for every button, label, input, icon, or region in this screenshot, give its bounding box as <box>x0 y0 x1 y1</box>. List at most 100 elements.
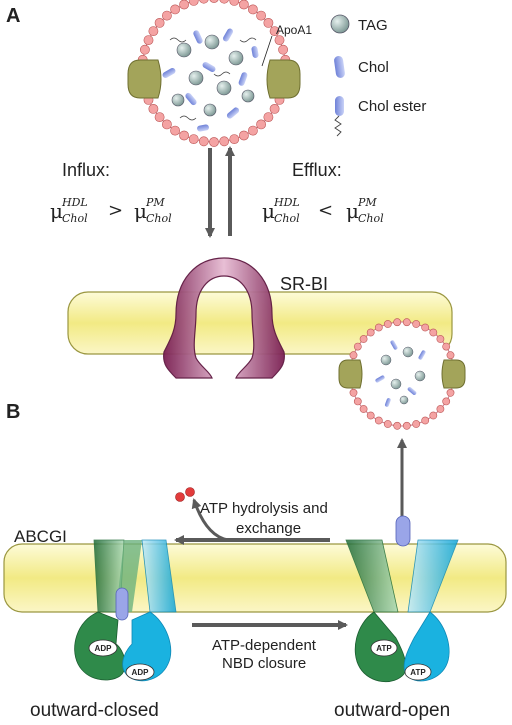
phospholipid-head <box>219 136 230 147</box>
cholesterol-ester-icon <box>334 96 344 137</box>
phospholipid-head <box>263 17 274 28</box>
phospholipid-head <box>366 411 375 420</box>
cholesterol-icon <box>334 55 345 78</box>
phospholipid-head <box>219 0 229 4</box>
svg-text:<: < <box>318 200 333 221</box>
closure-label-line1: ATP-dependent <box>212 637 317 654</box>
legend-label-chol: Chol <box>358 59 389 76</box>
svg-text:Chol: Chol <box>62 212 88 225</box>
phospholipid-head <box>188 0 199 6</box>
adp-label-1: ADP <box>95 644 113 653</box>
phospholipid-head <box>170 4 180 15</box>
transporter-label: ABCGI <box>14 527 67 546</box>
sr-bi-receptor <box>163 257 285 379</box>
hdl-particle-a <box>127 0 301 147</box>
adp-label-2: ADP <box>132 668 150 677</box>
phospholipid-head <box>383 420 392 428</box>
phospholipid-head <box>353 342 362 351</box>
state-label-outward-open: outward-open <box>334 700 450 721</box>
atp-site-right <box>404 663 432 681</box>
phospholipid-head <box>247 4 258 15</box>
phospholipid-head <box>402 318 411 327</box>
phospholipid-head <box>359 405 368 413</box>
phospholipid-head <box>278 44 288 55</box>
phospholipid-head <box>238 130 249 141</box>
phospholipid-head <box>148 26 159 36</box>
phospholipid-head <box>161 10 172 21</box>
svg-text:Chol: Chol <box>358 212 384 225</box>
phospholipid-head <box>429 411 438 420</box>
hydrolysis-label-line2: exchange <box>236 520 301 537</box>
phospholipid-head <box>442 342 451 351</box>
legend-label-chol-ester: Chol ester <box>358 98 426 115</box>
phospholipid-head <box>402 421 411 430</box>
phospholipid-head <box>263 112 274 122</box>
phospholipid-head <box>374 323 383 332</box>
phospholipid-head <box>229 0 240 6</box>
phospholipid-head <box>229 134 240 144</box>
phospholipid-head <box>198 136 209 147</box>
phospholipid-head <box>256 10 266 21</box>
panel-a-letter: A <box>6 5 20 27</box>
phospholipid-head <box>353 397 362 406</box>
phospholipid-head <box>393 421 402 430</box>
adp-site-left <box>88 639 118 657</box>
phospholipid-head <box>139 44 150 55</box>
atp-label-2: ATP <box>410 668 426 677</box>
phospholipid-head <box>269 26 280 36</box>
svg-text:μ: μ <box>346 199 359 223</box>
phospholipid-head <box>209 0 219 3</box>
phospholipid-head <box>188 134 199 144</box>
phospholipid-head <box>199 0 209 4</box>
cholesterol-in-transporter-right <box>395 515 411 547</box>
phospholipid-head <box>179 130 189 141</box>
phospholipid-head <box>429 328 438 337</box>
phospholipid-head <box>247 125 258 136</box>
influx-title: Influx: <box>62 160 110 180</box>
legend-label-tag: TAG <box>358 17 388 34</box>
phospholipid-head <box>421 323 430 332</box>
phospholipid-head <box>154 17 165 28</box>
svg-text:μ: μ <box>262 199 275 223</box>
apoa1-left-shape <box>127 59 162 99</box>
svg-text:Chol: Chol <box>146 212 172 225</box>
atp-label-1: ATP <box>376 644 392 653</box>
phospholipid-head <box>349 351 358 360</box>
adp-site-right <box>125 663 155 681</box>
phospholipid-head <box>170 125 180 136</box>
apoa1-label: ApoA1 <box>276 23 312 37</box>
phospholipid-head <box>374 416 383 425</box>
phosphate-icon-2 <box>185 487 195 497</box>
legend: TAG Chol Chol ester <box>330 14 426 137</box>
svg-text:HDL: HDL <box>273 196 300 209</box>
phospholipid-head <box>436 405 445 413</box>
apoa1-right-shape <box>266 59 301 99</box>
phospholipid-head <box>421 416 430 425</box>
hydrolysis-label-line1: ATP hydrolysis and <box>200 500 328 517</box>
phospholipid-head <box>209 137 219 147</box>
phospholipid-head <box>256 119 266 130</box>
svg-text:μ: μ <box>134 199 147 223</box>
phospholipid-head <box>383 320 392 328</box>
phospholipid-head <box>359 335 368 343</box>
tag-sphere-icon <box>330 14 350 34</box>
efflux-equation: μ HDL Chol < μ PM Chol <box>262 196 384 225</box>
phospholipid-head <box>269 104 280 114</box>
abcg1-outward-closed: ADP ADP <box>74 539 177 682</box>
closure-label-line2: NBD closure <box>222 655 306 672</box>
svg-text:PM: PM <box>357 196 377 209</box>
phospholipid-head <box>393 318 402 327</box>
svg-text:PM: PM <box>145 196 165 209</box>
phospholipid-head <box>436 335 445 343</box>
phospholipid-head <box>412 420 421 428</box>
phospholipid-head <box>179 0 189 10</box>
phospholipid-head <box>274 35 285 45</box>
phospholipid-head <box>239 0 249 10</box>
phospholipid-head <box>412 320 421 328</box>
phospholipid-head <box>143 35 154 45</box>
phospholipid-head <box>148 104 159 114</box>
efflux-title: Efflux: <box>292 160 342 180</box>
phospholipid-head <box>442 397 451 406</box>
phosphate-icon-1 <box>175 492 185 502</box>
hdl-particle-b <box>338 318 466 430</box>
